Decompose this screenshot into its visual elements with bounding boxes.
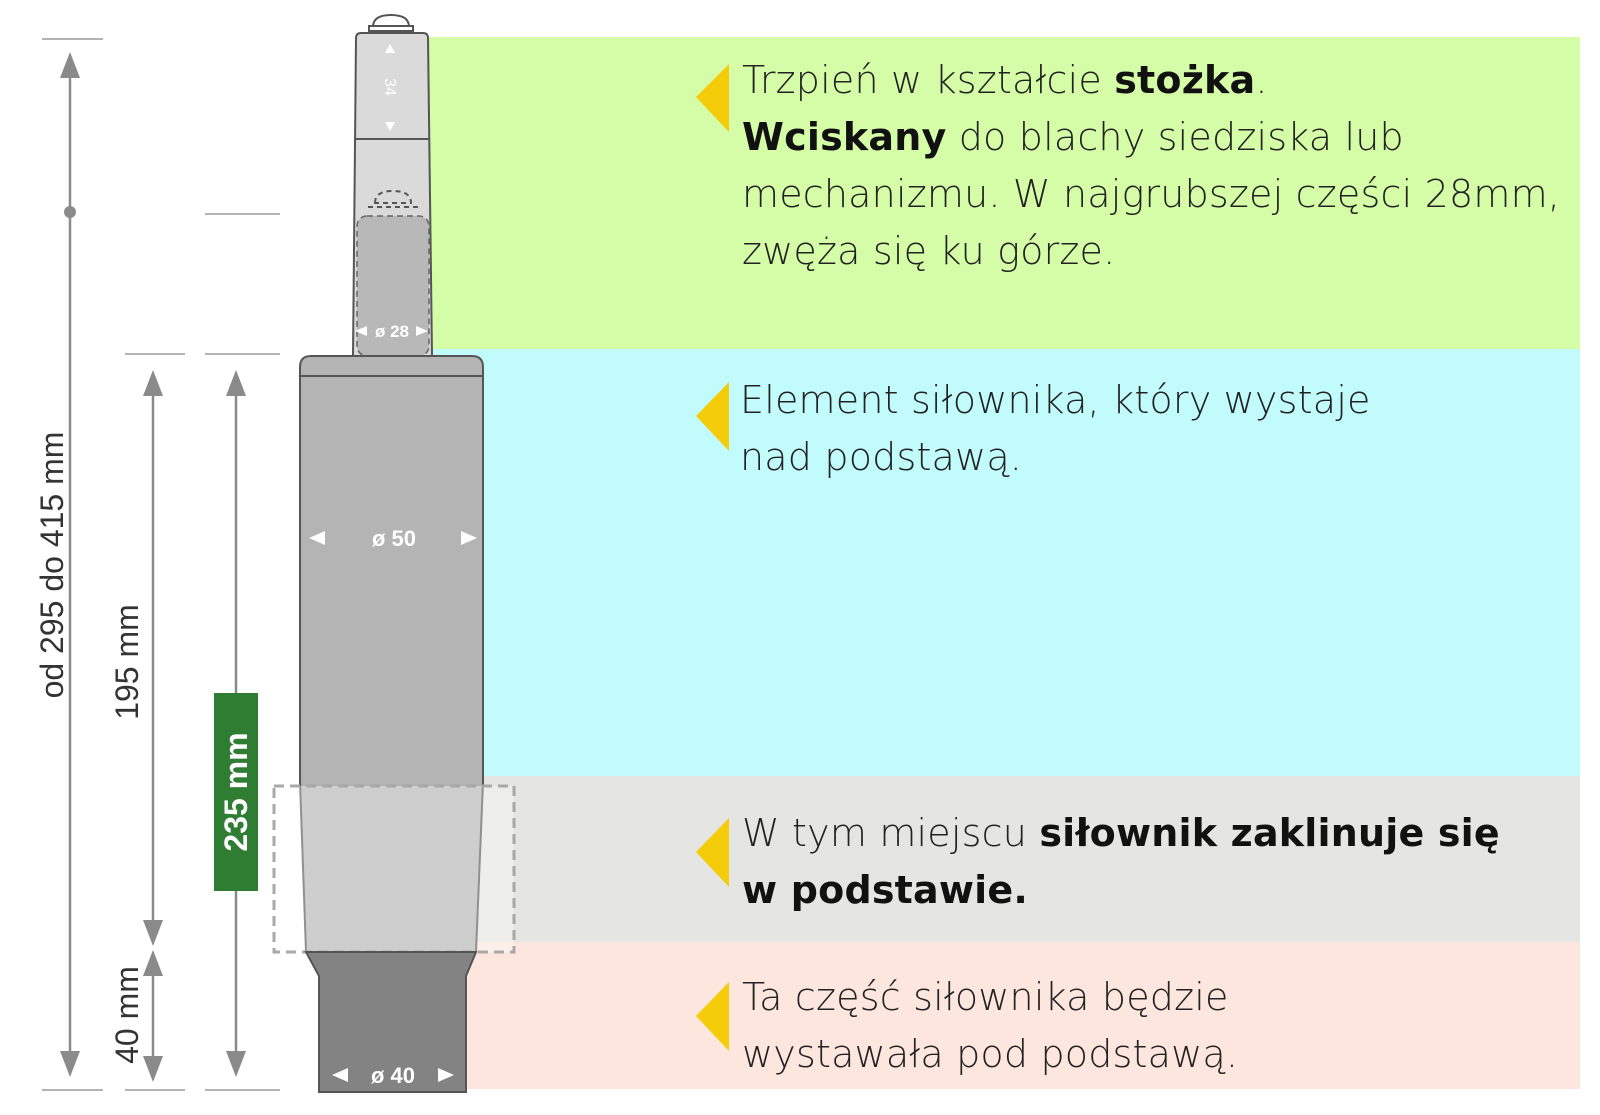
description-line: wystawała pod podstawą. [742, 1026, 1238, 1083]
pin-top-down-arrow-icon [385, 122, 395, 131]
description-run: . [1255, 58, 1268, 102]
body-length-label: 235 mm [218, 732, 254, 851]
description-line: Element siłownika, który wystaje [740, 372, 1371, 429]
pin-top-dimension-label: 34 [381, 78, 398, 96]
cylinder-body [299, 355, 484, 953]
accent-triangle-icon [696, 982, 729, 1051]
body-diameter-left-arrow-icon [309, 531, 325, 545]
description-bold-run: Wciskany [742, 115, 947, 159]
wedge-band [422, 776, 1580, 942]
description-run: wystawała pod podstawą. [742, 1032, 1239, 1076]
reference-lines [42, 38, 280, 1091]
description-run: nad podstawą. [740, 435, 1023, 479]
section-description: Trzpień w kształcie stożka.Wciskany do b… [742, 52, 1560, 280]
description-bold-run: stożka [1114, 58, 1256, 102]
bottom-band [422, 942, 1580, 1089]
pin-cap [368, 13, 414, 32]
description-bold-run: w podstawie. [742, 868, 1029, 912]
pin-diameter-label: ø 28 [375, 322, 409, 341]
above-base-dimension-label: 195 mm [109, 604, 145, 720]
description-bold-run: siłownik zaklinuje się [1039, 811, 1500, 855]
accent-triangles [696, 64, 729, 1051]
description-line: W tym miejscu siłownik zaklinuje się [742, 805, 1500, 862]
total-dimension-line [60, 52, 80, 1077]
body-diameter-label: ø 50 [372, 526, 416, 551]
description-line: Trzpień w kształcie stożka. [742, 52, 1560, 109]
description-run: mechanizmu. W najgrubszej części 28mm, [742, 172, 1561, 216]
pin-top-up-arrow-icon [385, 44, 395, 53]
description-run: Trzpień w kształcie [742, 58, 1115, 102]
description-run: Ta część siłownika będzie [742, 975, 1229, 1019]
body-band [422, 349, 1580, 776]
description-line: Ta część siłownika będzie [742, 969, 1238, 1026]
section-description: Ta część siłownika będzie wystawała pod p… [742, 969, 1238, 1083]
bottom-diameter-label: ø 40 [371, 1063, 415, 1088]
pin-band [422, 37, 1580, 349]
description-line: zwęża się ku górze. [742, 223, 1560, 280]
description-line: nad podstawą. [740, 429, 1371, 486]
description-line: mechanizmu. W najgrubszej części 28mm, [742, 166, 1560, 223]
description-run: W tym miejscu [742, 811, 1040, 855]
description-line: w podstawie. [742, 862, 1500, 919]
below-base-dimension-line [143, 950, 163, 1082]
pin-diameter-left-arrow-icon [355, 326, 367, 336]
above-base-dimension-line [143, 370, 163, 946]
total-dimension-label: od 295 do 415 mm [34, 432, 70, 699]
below-base-dimension-label: 40 mm [109, 966, 145, 1064]
accent-triangle-icon [696, 64, 729, 132]
description-run: Element siłownika, który wystaje [740, 378, 1371, 422]
wedge-zone-highlight [272, 784, 516, 954]
body-diameter-right-arrow-icon [461, 531, 477, 545]
description-run: zwęża się ku górze. [742, 229, 1116, 273]
section-description: Element siłownika, który wystaje nad pods… [740, 372, 1371, 486]
bottom-diameter-left-arrow-icon [332, 1068, 348, 1082]
body-length-badge [214, 693, 258, 891]
description-run: do blachy siedziska lub [946, 115, 1404, 159]
description-line: Wciskany do blachy siedziska lub [742, 109, 1560, 166]
pin-inner-rod [356, 215, 430, 357]
cylinder-bottom [304, 951, 478, 1093]
accent-triangle-icon [696, 818, 729, 887]
pin-diameter-right-arrow-icon [416, 326, 428, 336]
bottom-diameter-right-arrow-icon [438, 1068, 454, 1082]
accent-triangle-icon [696, 382, 729, 451]
